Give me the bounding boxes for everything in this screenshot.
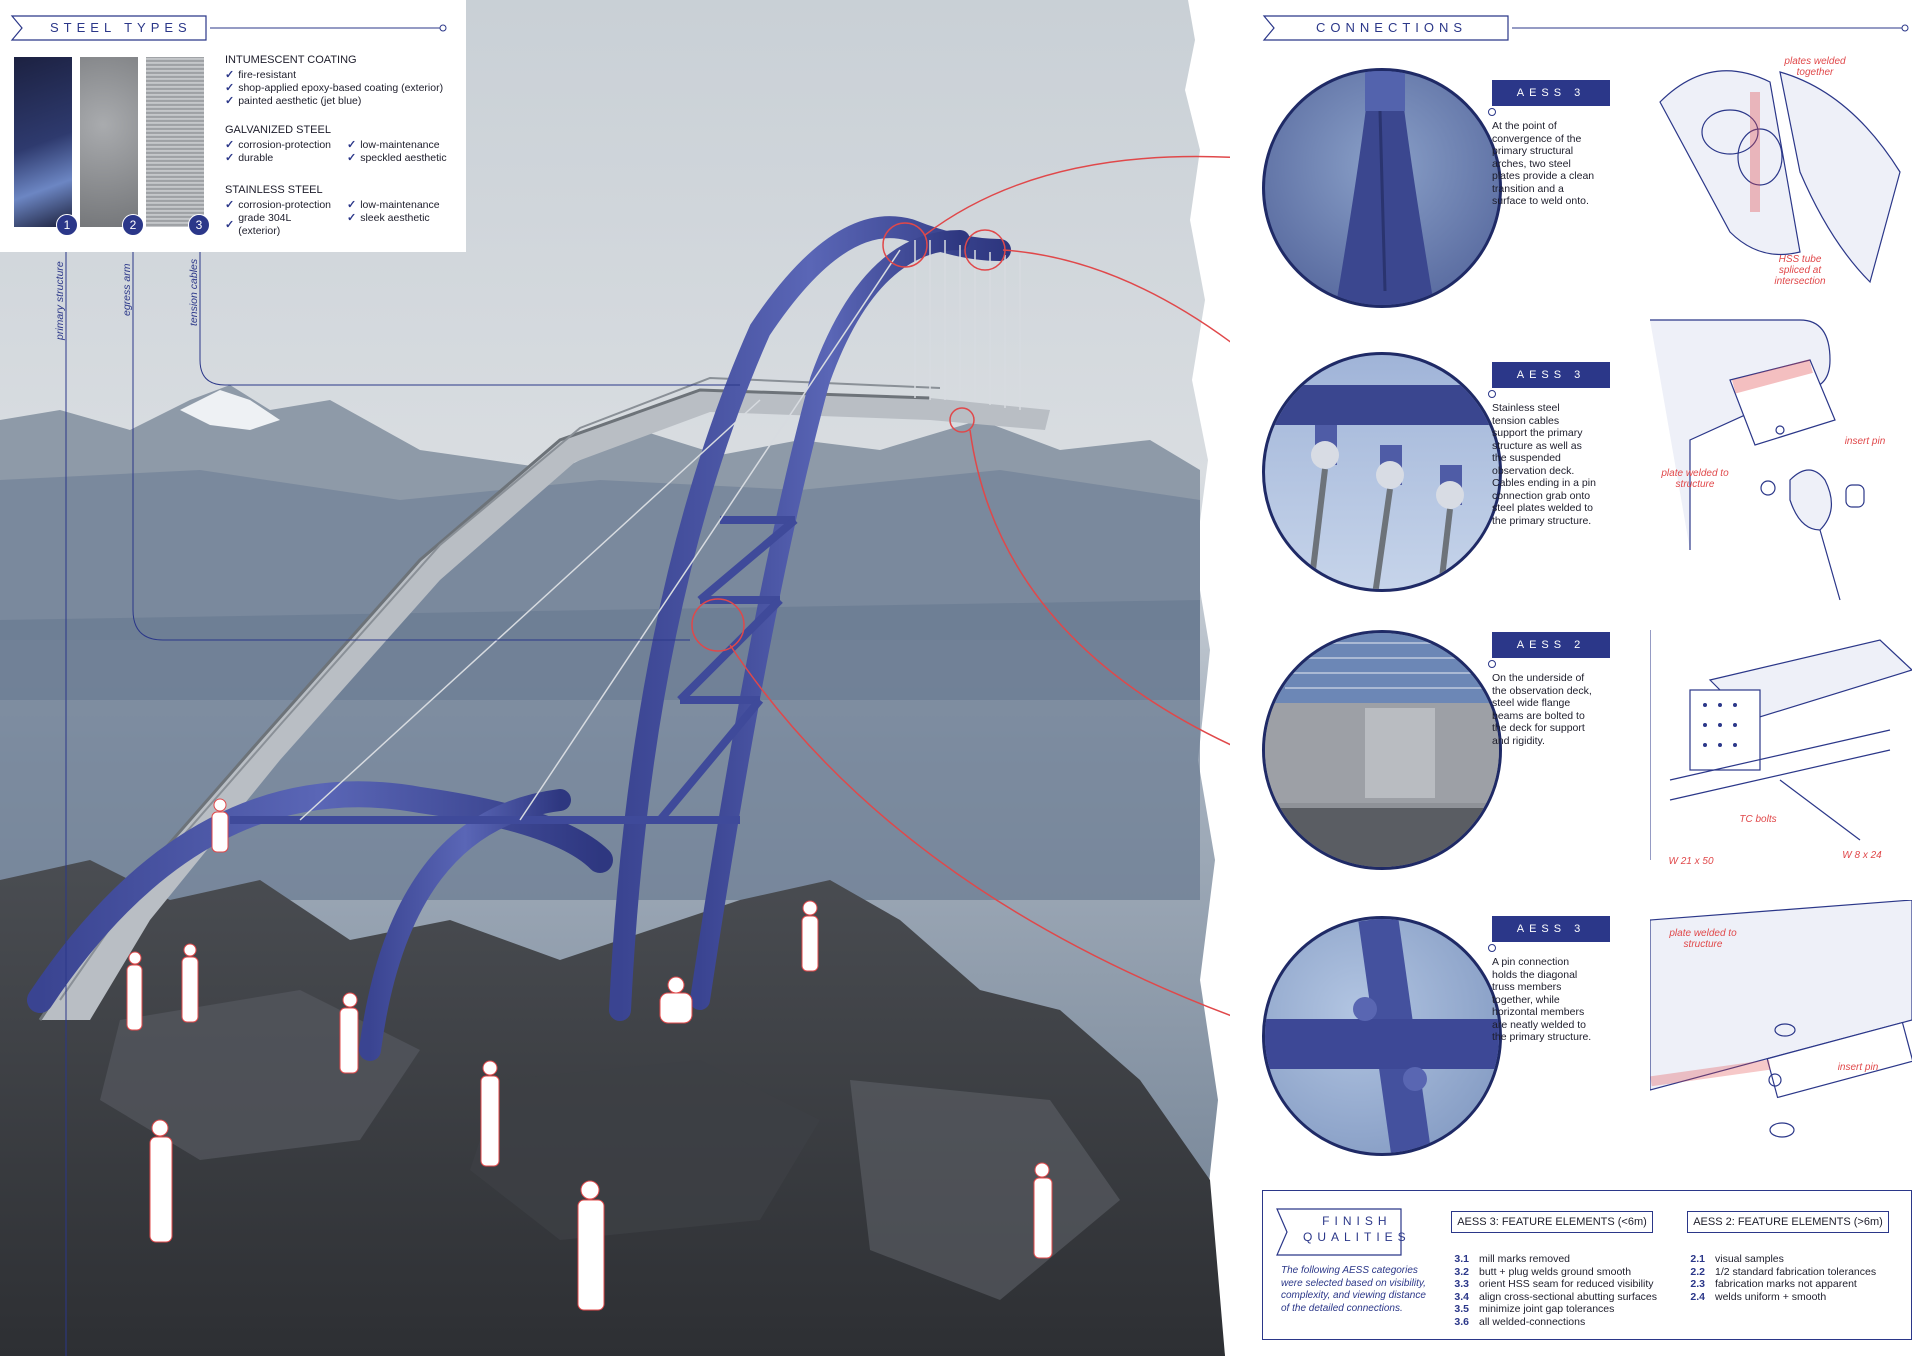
deck-beams-render bbox=[1265, 633, 1499, 867]
connection-3-text: On the underside of the observation deck… bbox=[1488, 660, 1596, 747]
label-insert-pin-2: insert pin bbox=[1844, 436, 1886, 447]
arch-convergence-render bbox=[1335, 71, 1435, 305]
aess2-heading: AESS 2: FEATURE ELEMENTS (>6m) bbox=[1687, 1211, 1889, 1233]
detail-circle-cable-pins bbox=[1262, 352, 1502, 592]
diagram-arch-plates bbox=[1659, 70, 1901, 284]
label-primary-structure: primary structure bbox=[54, 261, 66, 340]
swatch-stainless bbox=[146, 57, 204, 227]
aess-tag-1: AESS 3 bbox=[1492, 80, 1610, 106]
stainless-heading: STAINLESS STEEL bbox=[225, 184, 323, 196]
tab-rule-icon bbox=[210, 24, 447, 32]
connection-2-desc: Stainless steel tension cables support t… bbox=[1492, 402, 1596, 527]
label-tc-bolts: TC bolts bbox=[1739, 814, 1777, 825]
check-item: grade 304L (exterior) bbox=[225, 212, 335, 238]
check-item: corrosion-protection bbox=[225, 199, 335, 212]
check-item: fire-resistant bbox=[225, 69, 443, 82]
connection-3-desc: On the underside of the observation deck… bbox=[1492, 672, 1592, 747]
number-badge-1: 1 bbox=[56, 214, 78, 236]
steel-types-panel: STEEL TYPES 1 2 3 INTUMESCENT COATING fi… bbox=[0, 0, 466, 252]
check-item: speckled aesthetic bbox=[347, 152, 446, 165]
connections-tab: CONNECTIONS bbox=[1262, 14, 1509, 41]
label-w21x50: W 21 x 50 bbox=[1668, 856, 1714, 867]
connection-4-text: A pin connection holds the diagonal trus… bbox=[1488, 944, 1596, 1044]
check-item: sleek aesthetic bbox=[347, 212, 440, 225]
detail-circle-deck-beams bbox=[1262, 630, 1502, 870]
stainless-block: STAINLESS STEEL corrosion-protection gra… bbox=[225, 184, 465, 238]
swatch-galvanized bbox=[80, 57, 138, 227]
finish-tab-frame-icon bbox=[1276, 1208, 1402, 1256]
diagram-pin-plate bbox=[1650, 319, 1865, 601]
bridge-render-scene bbox=[0, 0, 1230, 1356]
aess-tag-3: AESS 2 bbox=[1492, 632, 1610, 658]
detail-circle-arch-convergence bbox=[1262, 68, 1502, 308]
steel-types-title: STEEL TYPES bbox=[50, 20, 192, 35]
steel-types-tab: STEEL TYPES bbox=[10, 14, 207, 41]
connection-1-text: At the point of convergence of the prima… bbox=[1488, 108, 1596, 208]
finish-intro: The following AESS categories were selec… bbox=[1281, 1265, 1426, 1314]
aess-tag-4: AESS 3 bbox=[1492, 916, 1610, 942]
tab-rule-icon bbox=[1512, 24, 1909, 32]
galvanized-heading: GALVANIZED STEEL bbox=[225, 124, 331, 136]
connection-1-desc: At the point of convergence of the prima… bbox=[1492, 120, 1595, 207]
label-w8x24: W 8 x 24 bbox=[1842, 850, 1882, 861]
pin-truss-render bbox=[1265, 919, 1499, 1153]
check-item: durable bbox=[225, 152, 335, 165]
aess-tag-2: AESS 3 bbox=[1492, 362, 1610, 388]
number-badge-2: 2 bbox=[122, 214, 144, 236]
connection-2-text: Stainless steel tension cables support t… bbox=[1488, 390, 1596, 527]
detail-circle-pin-truss bbox=[1262, 916, 1502, 1156]
cable-pins-render bbox=[1265, 385, 1499, 589]
finish-qualities-panel: FINISH QUALITIES The following AESS cate… bbox=[1262, 1190, 1912, 1340]
label-plates-welded: plates welded together bbox=[1784, 56, 1846, 78]
intumescent-heading: INTUMESCENT COATING bbox=[225, 54, 357, 66]
label-insert-pin-4: insert pin bbox=[1837, 1062, 1879, 1073]
swatch-jet-blue bbox=[14, 57, 72, 227]
connections-title: CONNECTIONS bbox=[1316, 20, 1468, 35]
check-item: painted aesthetic (jet blue) bbox=[225, 95, 443, 108]
check-item: corrosion-protection bbox=[225, 139, 335, 152]
intumescent-block: INTUMESCENT COATING fire-resistant shop-… bbox=[225, 54, 443, 108]
tab-frame-icon bbox=[10, 15, 207, 41]
galvanized-block: GALVANIZED STEEL corrosion-protection du… bbox=[225, 124, 465, 165]
connection-4-desc: A pin connection holds the diagonal trus… bbox=[1492, 956, 1592, 1043]
check-item: shop-applied epoxy-based coating (exteri… bbox=[225, 82, 443, 95]
label-hss-spliced: HSS tube spliced at intersection bbox=[1774, 254, 1826, 287]
label-plate-welded-2: plate welded to structure bbox=[1661, 468, 1729, 490]
tab-frame-icon bbox=[1262, 15, 1509, 41]
finish-title: FINISH QUALITIES bbox=[1303, 1213, 1411, 1245]
finish-title-line2: QUALITIES bbox=[1303, 1230, 1411, 1244]
aess3-heading: AESS 3: FEATURE ELEMENTS (<6m) bbox=[1451, 1211, 1653, 1233]
finish-title-line1: FINISH bbox=[1322, 1214, 1392, 1228]
diagram-bolted-beams bbox=[1650, 630, 1912, 860]
diagram-pin-truss bbox=[1650, 900, 1912, 1138]
check-item: low-maintenance bbox=[347, 139, 447, 152]
check-item: low-maintenance bbox=[347, 199, 439, 212]
label-tension-cables: tension cables bbox=[188, 258, 200, 326]
label-egress-arm: egress arm bbox=[121, 263, 133, 316]
label-plate-welded-4: plate welded to structure bbox=[1669, 928, 1737, 950]
number-badge-3: 3 bbox=[188, 214, 210, 236]
